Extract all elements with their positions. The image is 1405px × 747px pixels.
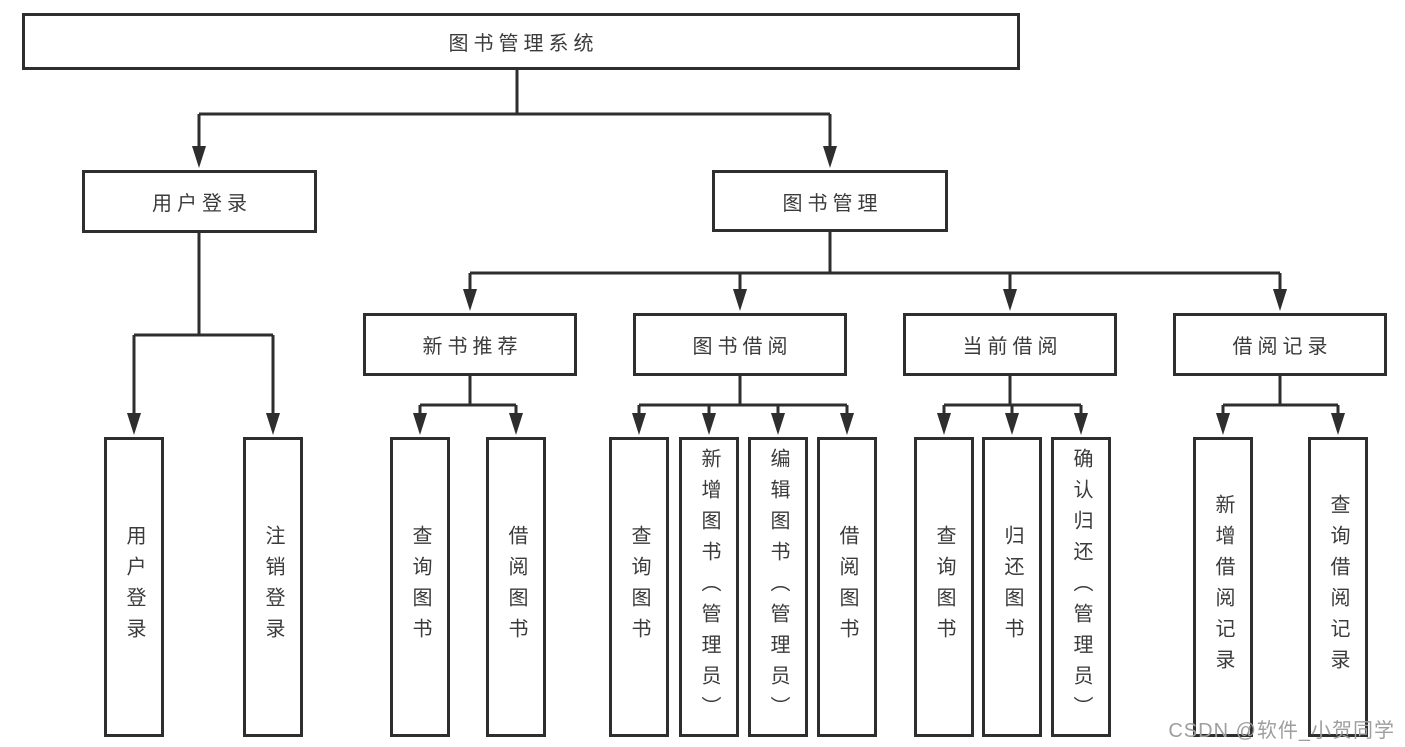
leaf-nbr-borrow-books-label: 借阅图书 bbox=[505, 525, 527, 649]
leaf-bb-query-books: 查询图书 bbox=[609, 437, 669, 737]
leaf-user-login: 用户登录 bbox=[104, 437, 164, 737]
node-borrow-records: 借阅记录 bbox=[1173, 313, 1387, 376]
node-new-book-recommend: 新书推荐 bbox=[363, 313, 577, 376]
leaf-cb-confirm-return-label: 确认归还（管理员） bbox=[1070, 447, 1092, 727]
node-root-label: 图书管理系统 bbox=[448, 33, 599, 55]
node-user-login-label: 用户登录 bbox=[152, 193, 252, 215]
node-current-borrow: 当前借阅 bbox=[903, 313, 1117, 376]
node-book-borrow-label: 图书借阅 bbox=[692, 336, 793, 358]
node-book-management-label: 图书管理 bbox=[782, 192, 883, 215]
arrow-down-icon bbox=[1331, 413, 1345, 435]
node-root: 图书管理系统 bbox=[22, 13, 1020, 70]
leaf-bb-edit-books: 编辑图书（管理员） bbox=[748, 437, 808, 737]
leaf-bb-query-books-label: 查询图书 bbox=[628, 525, 650, 649]
node-current-borrow-label: 当前借阅 bbox=[962, 336, 1063, 358]
arrow-down-icon bbox=[1003, 289, 1017, 311]
arrow-down-icon bbox=[937, 413, 951, 435]
leaf-bb-borrow-books: 借阅图书 bbox=[817, 437, 877, 737]
arrow-down-icon bbox=[632, 413, 646, 435]
arrow-down-icon bbox=[771, 413, 785, 435]
leaf-cb-confirm-return: 确认归还（管理员） bbox=[1051, 437, 1111, 737]
leaf-bb-add-books: 新增图书（管理员） bbox=[679, 437, 739, 737]
arrow-down-icon bbox=[823, 146, 837, 168]
leaf-cb-query-books-label: 查询图书 bbox=[933, 525, 955, 649]
arrow-down-icon bbox=[509, 413, 523, 435]
watermark: CSDN @软件_小贺同学 bbox=[1168, 720, 1395, 742]
arrow-down-icon bbox=[733, 289, 747, 311]
leaf-br-query-record-label: 查询借阅记录 bbox=[1327, 494, 1349, 680]
leaf-user-login-label: 用户登录 bbox=[123, 525, 145, 649]
arrow-down-icon bbox=[1273, 289, 1287, 311]
leaf-bb-edit-books-label: 编辑图书（管理员） bbox=[767, 447, 789, 727]
arrow-down-icon bbox=[702, 413, 716, 435]
node-book-borrow: 图书借阅 bbox=[633, 313, 847, 376]
leaf-nbr-query-books: 查询图书 bbox=[390, 437, 450, 737]
leaf-nbr-borrow-books: 借阅图书 bbox=[486, 437, 546, 737]
leaf-cb-return-books: 归还图书 bbox=[982, 437, 1042, 737]
leaf-bb-add-books-label: 新增图书（管理员） bbox=[698, 447, 720, 727]
leaf-br-add-record: 新增借阅记录 bbox=[1193, 437, 1253, 737]
arrow-down-icon bbox=[413, 413, 427, 435]
arrow-down-icon bbox=[1005, 413, 1019, 435]
node-borrow-records-label: 借阅记录 bbox=[1232, 336, 1333, 358]
leaf-br-add-record-label: 新增借阅记录 bbox=[1212, 494, 1234, 680]
arrow-down-icon bbox=[840, 413, 854, 435]
node-book-management: 图书管理 bbox=[712, 170, 948, 232]
leaf-br-query-record: 查询借阅记录 bbox=[1308, 437, 1368, 737]
arrow-down-icon bbox=[1074, 413, 1088, 435]
leaf-cb-query-books: 查询图书 bbox=[914, 437, 974, 737]
leaf-bb-borrow-books-label: 借阅图书 bbox=[836, 525, 858, 649]
leaf-nbr-query-books-label: 查询图书 bbox=[409, 525, 431, 649]
leaf-logout-label: 注销登录 bbox=[262, 525, 284, 649]
node-new-book-recommend-label: 新书推荐 bbox=[422, 336, 523, 358]
leaf-cb-return-books-label: 归还图书 bbox=[1001, 525, 1023, 649]
arrow-down-icon bbox=[463, 289, 477, 311]
arrow-down-icon bbox=[1216, 413, 1230, 435]
arrow-down-icon bbox=[127, 413, 141, 435]
leaf-logout: 注销登录 bbox=[243, 437, 303, 737]
arrow-down-icon bbox=[266, 413, 280, 435]
arrow-down-icon bbox=[192, 146, 206, 168]
node-user-login: 用户登录 bbox=[82, 170, 317, 233]
